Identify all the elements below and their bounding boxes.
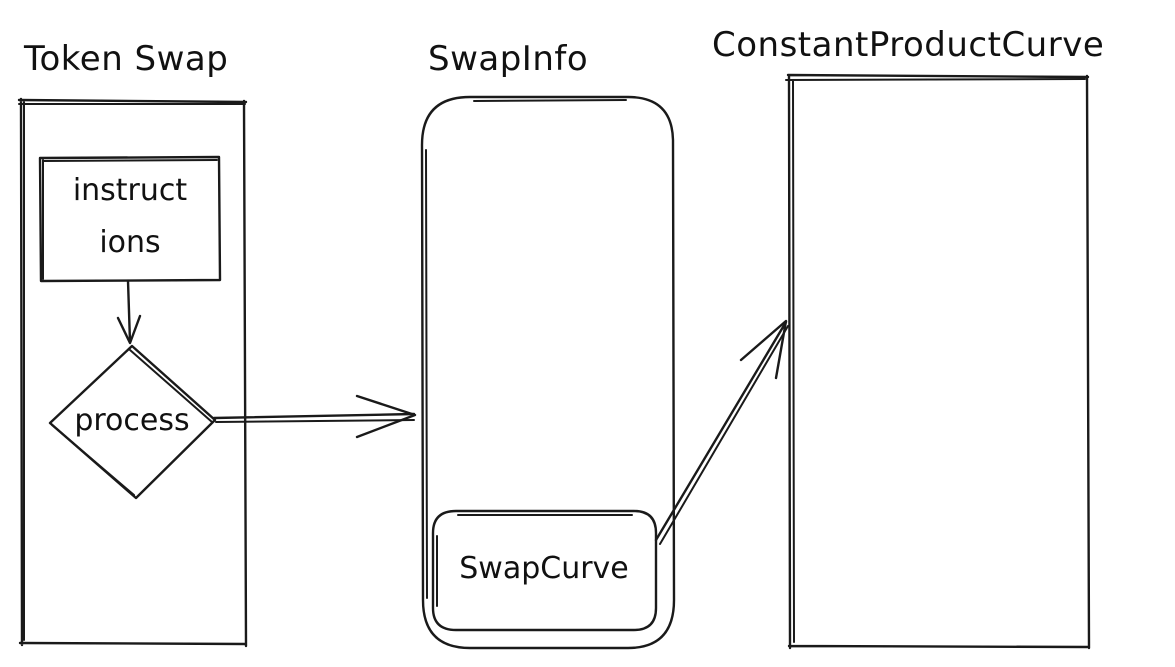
instructions-box <box>38 155 222 283</box>
token-swap-column <box>17 97 248 648</box>
swapinfo-box <box>420 95 676 650</box>
swapcurve-box <box>431 509 658 632</box>
swapcurve-to-curve-arrow <box>654 319 789 545</box>
process-label: process <box>74 403 190 438</box>
process-to-swapinfo-arrow <box>212 394 417 439</box>
swapinfo-title: SwapInfo <box>428 39 589 79</box>
instructions-label-line1: instruct <box>72 173 188 208</box>
instructions-to-process-arrow <box>116 279 142 345</box>
process-diamond <box>48 344 217 500</box>
constant-product-curve-title: ConstantProductCurve <box>712 25 1105 65</box>
token-swap-title: Token Swap <box>24 39 229 79</box>
swapcurve-label: SwapCurve <box>459 551 629 586</box>
instructions-label-line2: ions <box>99 225 161 260</box>
constant-product-curve-column <box>785 73 1091 650</box>
